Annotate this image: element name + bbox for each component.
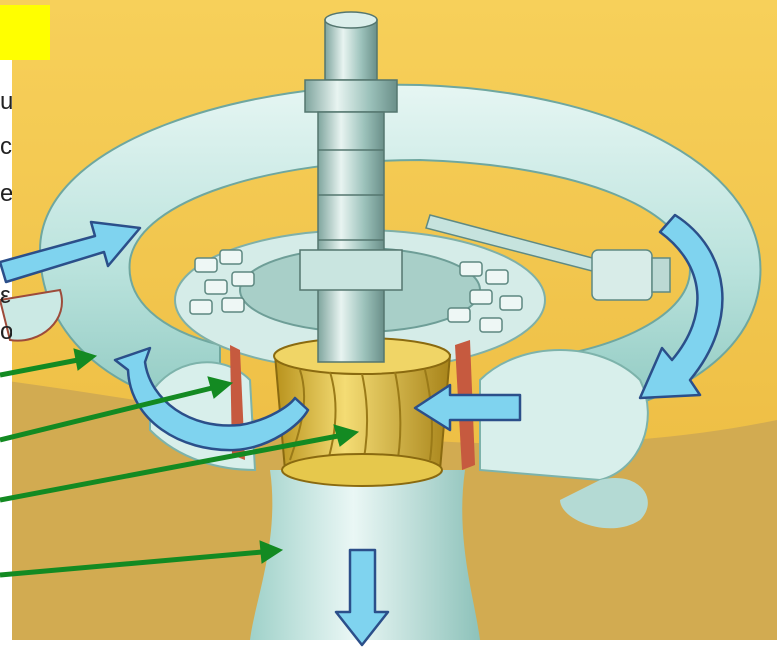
shaft-coupling [305,80,397,112]
runner-band [282,454,442,486]
cut-text-5: o [0,318,12,346]
bearing-housing [300,250,402,290]
cut-text-4: ε [0,282,12,310]
servo-flange [652,258,670,292]
cut-text-1: u [0,88,12,116]
cut-text-2: c [0,133,12,161]
shaft-top [325,20,377,80]
cut-text-3: e [0,180,12,208]
bottom-border [0,640,777,658]
servo-motor [592,250,652,300]
title-banner-fragment [0,5,50,60]
shaft-cap [325,12,377,28]
